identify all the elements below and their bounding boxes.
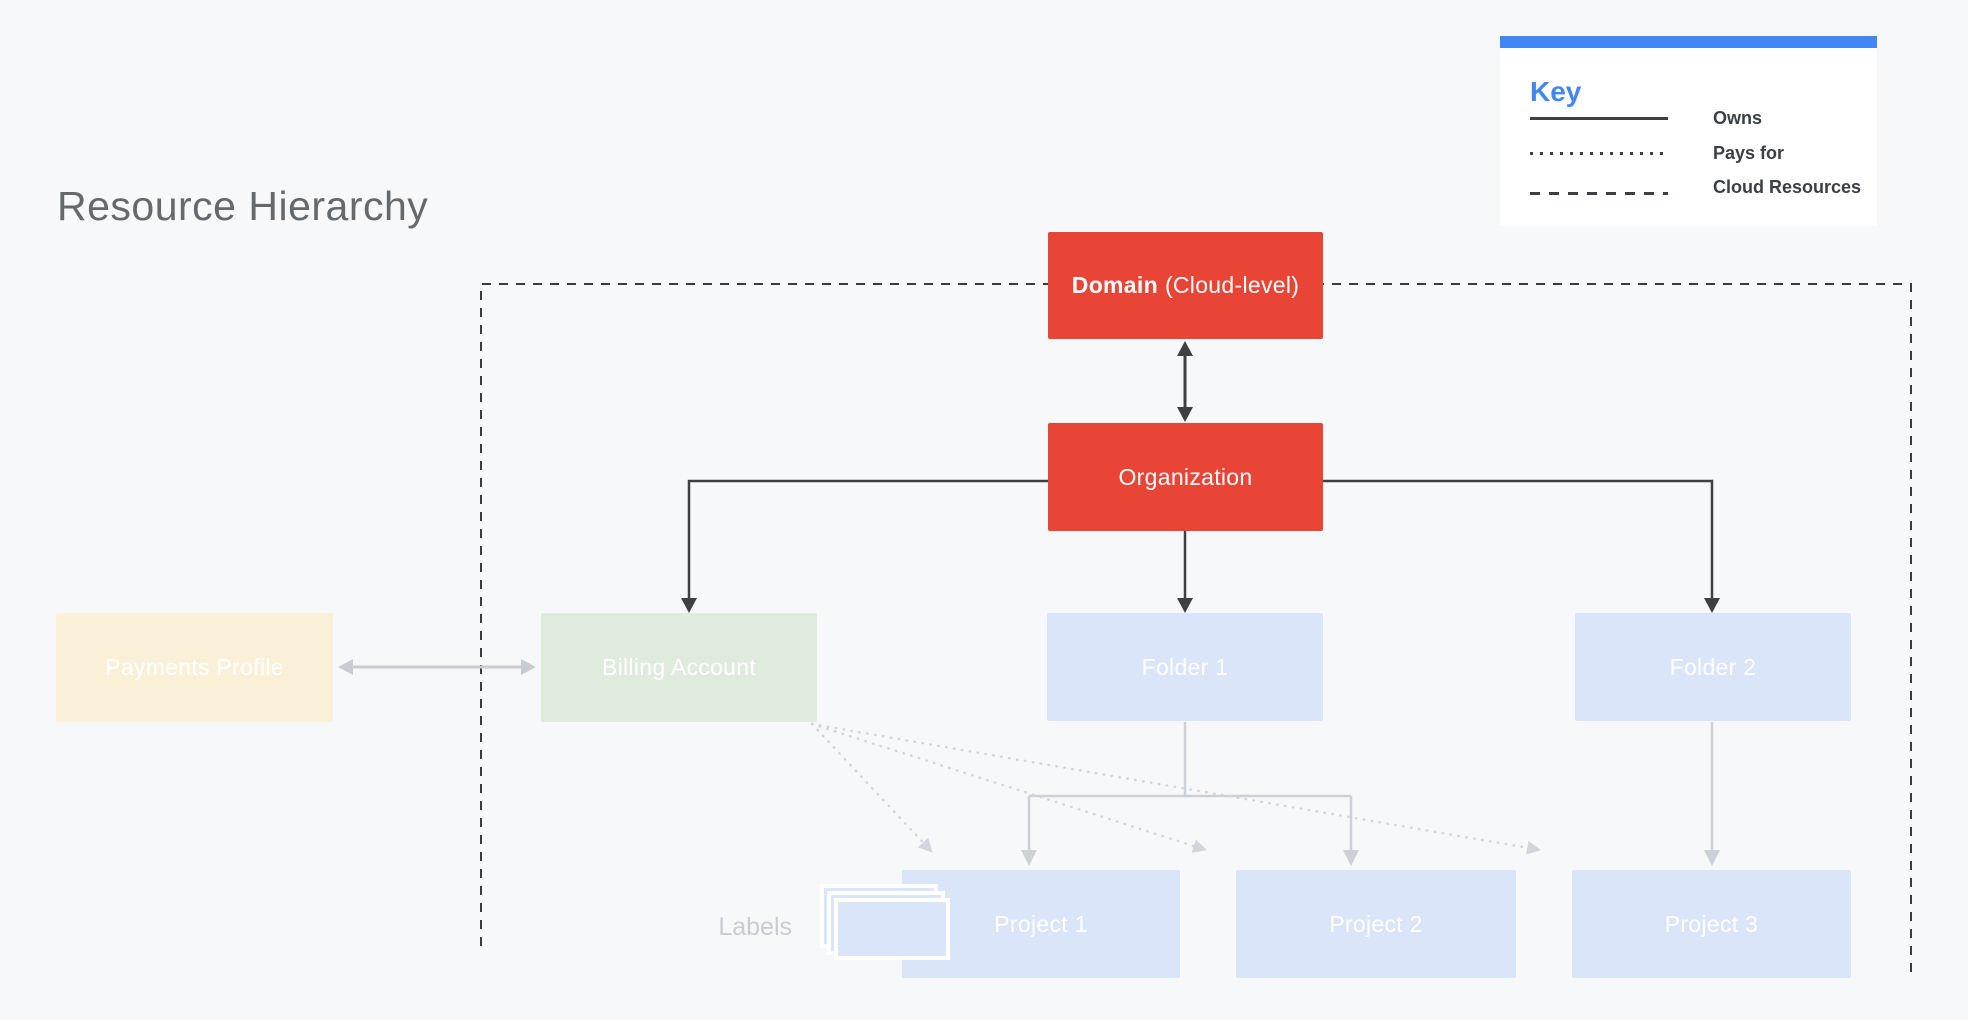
billing-pays-for-arrows (810, 722, 1542, 855)
payments-profile-node: Payments Profile (56, 613, 333, 722)
legend-owns-label: Owns (1713, 108, 1763, 128)
billing-account-node: Billing Account (541, 613, 817, 722)
legend: Key Owns Pays for Cloud Resources (1500, 36, 1877, 226)
labels-caption: Labels (718, 913, 792, 941)
legend-title: Key (1530, 76, 1582, 107)
payments-billing-arrow (338, 659, 536, 675)
legend-cloud-resources-label: Cloud Resources (1713, 177, 1862, 197)
project2-node: Project 2 (1236, 870, 1516, 978)
domain-node-qualifier: (Cloud-level) (1164, 272, 1300, 298)
folder1-projects-tree (1021, 722, 1359, 866)
legend-accent-bar (1500, 36, 1877, 48)
labels-stack-icon (834, 898, 950, 960)
org-owns-billing-arrow (681, 479, 1048, 613)
legend-dashed-line-sample (1530, 192, 1668, 195)
page-title: Resource Hierarchy (57, 183, 429, 229)
folder2-node: Folder 2 (1575, 613, 1851, 721)
organization-node: Organization (1048, 423, 1323, 531)
legend-pays-for-label: Pays for (1713, 143, 1785, 163)
project3-node: Project 3 (1572, 870, 1851, 978)
org-owns-folder1-arrow (1177, 531, 1193, 613)
folder1-node: Folder 1 (1047, 613, 1323, 721)
org-owns-folder2-arrow (1323, 479, 1720, 613)
domain-node: Domain (Cloud-level) (1048, 232, 1323, 339)
domain-organization-arrow (1177, 341, 1193, 422)
domain-node-name: Domain (1071, 272, 1158, 298)
legend-solid-line-sample (1530, 117, 1668, 120)
folder2-project3-arrow (1704, 722, 1720, 866)
legend-dotted-line-sample (1530, 152, 1668, 155)
